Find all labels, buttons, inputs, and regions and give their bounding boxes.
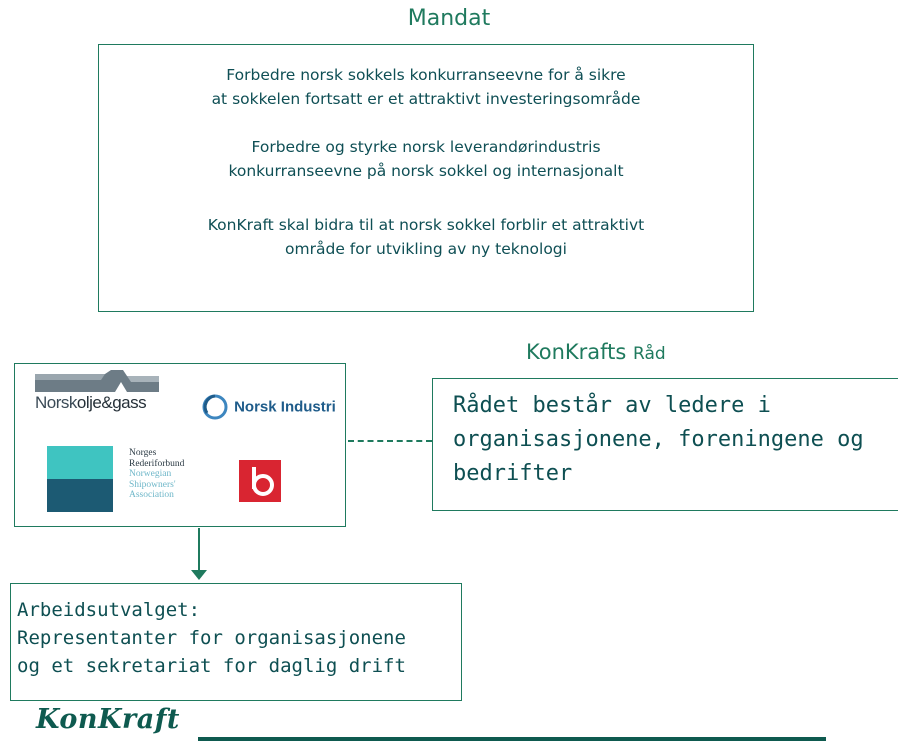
norsk-olje-text-2: olje&gass bbox=[76, 393, 147, 412]
arrow-line bbox=[198, 528, 200, 572]
rederi-en-line: Association bbox=[129, 490, 174, 500]
mandat-paragraph-2: Forbedre og styrke norsk leverandørindus… bbox=[99, 135, 753, 183]
norsk-olje-gass-mark-icon bbox=[35, 370, 159, 392]
arbeidsutvalget-box: Arbeidsutvalget: Representanter for orga… bbox=[10, 583, 462, 701]
rederi-no-line: Norges bbox=[129, 448, 157, 458]
arbeid-line: Representanter for organisasjonene bbox=[17, 627, 406, 649]
member-logos-box: Norskolje&gass Norsk Industri Norges Red… bbox=[14, 363, 346, 527]
rederi-en-line: Norwegian bbox=[129, 469, 172, 479]
konkraft-footer-logo: KonKraft bbox=[36, 704, 180, 735]
rederiforbund-mark-icon bbox=[47, 446, 113, 512]
konkrafts-rad-title: KonKrafts Råd bbox=[526, 340, 666, 364]
mandat-line: Forbedre og styrke norsk leverandørindus… bbox=[251, 138, 601, 156]
mandat-title: Mandat bbox=[407, 6, 491, 31]
mandat-box: Forbedre norsk sokkels konkurranseevne f… bbox=[98, 44, 754, 312]
rederi-no-line: Rederiforbund bbox=[129, 458, 185, 469]
mandat-paragraph-1: Forbedre norsk sokkels konkurranseevne f… bbox=[99, 63, 753, 111]
mandat-line: KonKraft skal bidra til at norsk sokkel … bbox=[207, 216, 645, 234]
mandat-line: konkurranseevne på norsk sokkel og inter… bbox=[228, 162, 624, 180]
arbeid-line: og et sekretariat for daglig drift bbox=[17, 655, 406, 677]
konkrafts-rad-title-small: Råd bbox=[633, 344, 666, 364]
norsk-industri-logo: Norsk Industri bbox=[201, 393, 336, 421]
norsk-olje-text-1: Norsk bbox=[35, 393, 77, 412]
rederi-en-line: Shipowners' bbox=[129, 479, 176, 490]
rad-line: organisasjonene, foreningene og bbox=[453, 427, 864, 452]
lo-logo bbox=[239, 460, 281, 502]
footer-line bbox=[198, 737, 826, 741]
arbeid-line: Arbeidsutvalget: bbox=[17, 599, 201, 621]
mandat-line: at sokkelen fortsatt er et attraktivt in… bbox=[211, 90, 641, 108]
arrow-down-icon bbox=[191, 570, 207, 580]
lo-mark-icon bbox=[252, 467, 274, 496]
konkrafts-rad-title-main: KonKrafts bbox=[526, 340, 627, 364]
konkrafts-rad-box: Rådet består av ledere i organisasjonene… bbox=[432, 378, 898, 511]
mandat-line: område for utvikling av ny teknologi bbox=[285, 240, 567, 258]
mandat-line: Forbedre norsk sokkels konkurranseevne f… bbox=[226, 66, 626, 84]
dashed-connector bbox=[348, 440, 432, 442]
rad-line: bedrifter bbox=[453, 461, 573, 486]
norsk-industri-text: Norsk Industri bbox=[234, 398, 336, 416]
norsk-industri-ring-icon bbox=[202, 394, 228, 420]
norsk-olje-gass-logo: Norskolje&gass bbox=[35, 370, 185, 413]
mandat-paragraph-3: KonKraft skal bidra til at norsk sokkel … bbox=[99, 213, 753, 261]
rad-line: Rådet består av ledere i bbox=[453, 393, 771, 418]
